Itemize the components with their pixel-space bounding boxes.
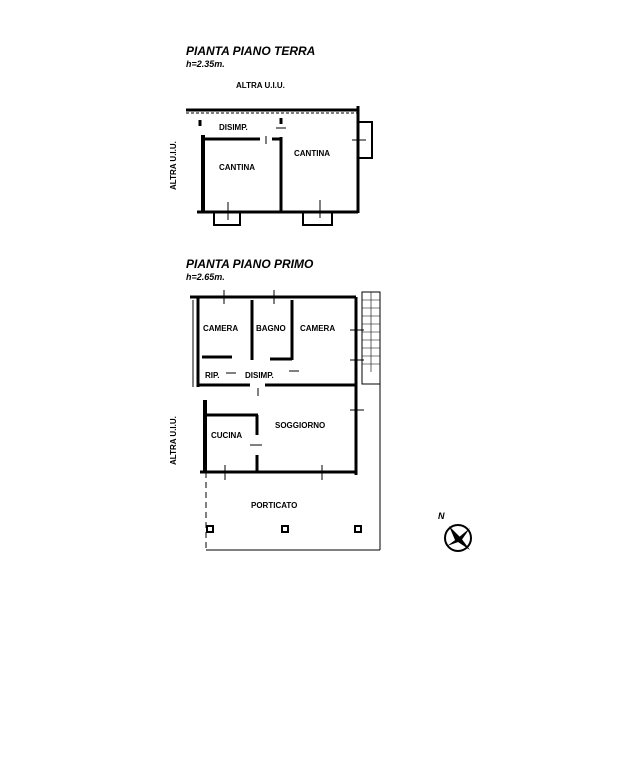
pillar [281,525,289,533]
first-floor-height: h=2.65m. [186,272,225,282]
room-label-camera-2: CAMERA [300,324,335,333]
room-label-cantina-1: CANTINA [219,163,255,172]
room-label-soggiorno: SOGGIORNO [275,421,325,430]
pillar [206,525,214,533]
room-label-camera-1: CAMERA [203,324,238,333]
ground-floor-height: h=2.35m. [186,59,225,69]
north-compass: N [438,511,472,552]
room-label-disimp: DISIMP. [245,371,274,380]
neighbor-unit-left: ALTRA U.I.U. [169,141,178,190]
room-label-cucina: CUCINA [211,431,242,440]
room-label-rip: RIP. [205,371,220,380]
room-label-porticato: PORTICATO [251,501,297,510]
first-floor-title: PIANTA PIANO PRIMO [186,257,314,271]
ground-floor-title: PIANTA PIANO TERRA [186,44,315,58]
room-label-cantina-2: CANTINA [294,149,330,158]
first-floor-walls [190,290,381,552]
neighbor-unit-left-first: ALTRA U.I.U. [169,416,178,465]
neighbor-unit-top: ALTRA U.I.U. [236,81,285,90]
compass-icon [444,524,472,552]
ground-floor-walls [186,106,373,226]
ground-floor-plan: PIANTA PIANO TERRA h=2.35m. ALTRA U.I.U.… [169,44,373,226]
compass-north-label: N [438,511,445,521]
first-floor-plan: PIANTA PIANO PRIMO h=2.65m. ALTRA U.I.U. [169,257,381,552]
room-label-bagno: BAGNO [256,324,286,333]
pillar [354,525,362,533]
room-label-disimp: DISIMP. [219,123,248,132]
porch-pillars [206,525,362,533]
